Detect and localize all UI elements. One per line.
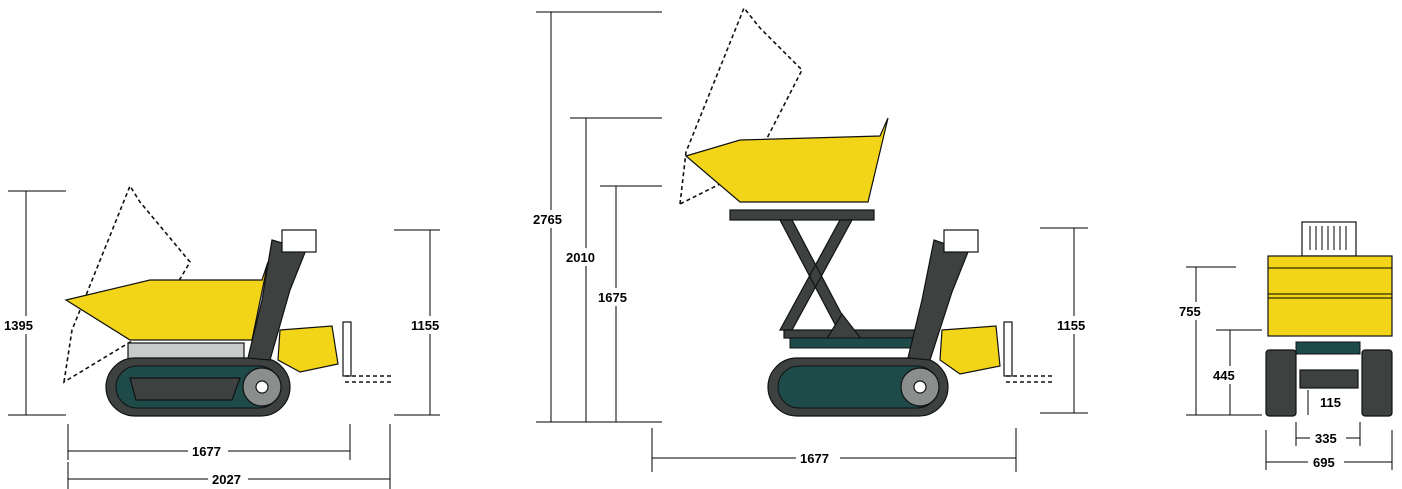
lift-platform	[729, 209, 875, 221]
dim-label-bg	[562, 248, 606, 266]
dim-label-695: 695	[1313, 455, 1335, 470]
dim-label-bg	[796, 449, 840, 467]
sprocket-hub-high	[913, 380, 927, 394]
side-view-high-tip: 2765 2010 1675 1155 1677	[528, 6, 1094, 472]
dump-bed-high	[684, 117, 889, 203]
dim-label-bg	[1310, 429, 1346, 447]
dump-bed	[64, 261, 269, 341]
dim-label-1155-b: 1155	[1057, 318, 1085, 333]
dim-label-1677-b: 1677	[800, 451, 829, 466]
engine-cover-high	[939, 325, 1001, 375]
raised-bed-outline	[62, 184, 191, 384]
dim-label-335: 335	[1315, 431, 1337, 446]
front-panel-bars	[1309, 226, 1347, 250]
handle-extension	[345, 375, 392, 383]
chassis-high	[789, 337, 921, 349]
dim-label-bg	[2, 316, 42, 334]
left-track-front	[1265, 349, 1297, 417]
front-axle	[1295, 341, 1361, 355]
front-view: 755 445 115 335 695	[1176, 221, 1393, 471]
dim-label-1675: 1675	[598, 290, 627, 305]
dim-label-bg	[208, 470, 248, 488]
dim-label-1155-a: 1155	[411, 318, 439, 333]
handle-high	[1003, 321, 1013, 377]
sprocket-hub	[255, 380, 269, 394]
dim-label-2010: 2010	[566, 250, 595, 265]
dim-label-445: 445	[1213, 368, 1235, 383]
scissor-lift	[778, 219, 854, 331]
handle-extension-high	[1006, 375, 1054, 383]
control-panel	[281, 229, 317, 253]
dim-label-bg	[1054, 316, 1094, 334]
track-frame	[129, 377, 241, 401]
front-undercarriage	[1299, 369, 1359, 389]
chassis	[127, 342, 245, 360]
dim-label-1677-a: 1677	[192, 444, 221, 459]
dim-line-2010	[570, 117, 662, 422]
dim-label-2027: 2027	[212, 472, 241, 487]
dim-line-1395	[8, 190, 66, 416]
dim-label-bg	[1210, 366, 1246, 384]
engine-cover	[277, 325, 339, 373]
dim-label-bg	[1176, 302, 1212, 320]
control-panel-high	[943, 229, 979, 253]
front-body-lines	[1268, 267, 1392, 299]
handle	[342, 321, 352, 377]
dim-label-2765: 2765	[533, 212, 562, 227]
dim-label-bg	[528, 210, 572, 228]
dim-label-755: 755	[1179, 304, 1201, 319]
dim-label-bg	[188, 442, 228, 460]
dim-label-1395: 1395	[4, 318, 33, 333]
right-track-front	[1361, 349, 1393, 417]
dim-label-bg	[1308, 453, 1344, 471]
raised-bed-outline-high	[679, 6, 803, 206]
front-body	[1267, 255, 1393, 337]
dim-label-bg	[594, 288, 638, 306]
dim-label-115: 115	[1320, 395, 1341, 410]
dim-label-bg	[408, 316, 448, 334]
side-view-standard: 1395 1155 1677 2027	[2, 184, 448, 489]
dim-line-755	[1186, 266, 1262, 416]
